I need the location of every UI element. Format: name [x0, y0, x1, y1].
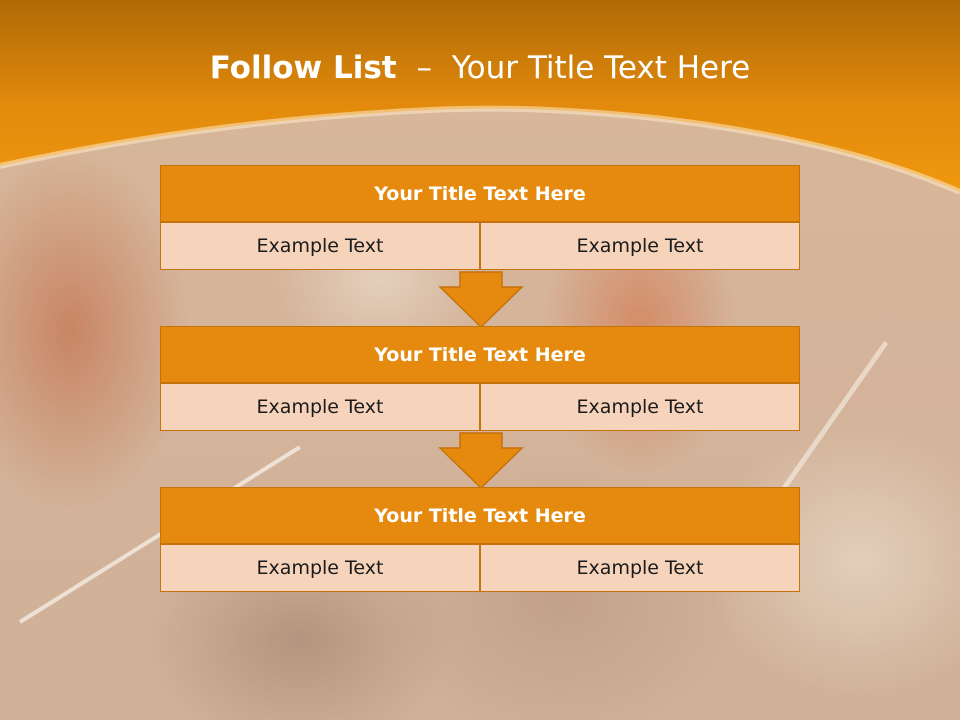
- block-right-text: Example Text: [480, 383, 800, 431]
- block-right-text: Example Text: [480, 544, 800, 592]
- list-block-2: Your Title Text Here Example Text Exampl…: [160, 326, 800, 431]
- title-separator: –: [416, 50, 432, 86]
- slide-title: Follow List – Your Title Text Here: [0, 50, 960, 86]
- block-left-text: Example Text: [160, 544, 480, 592]
- block-left-text: Example Text: [160, 222, 480, 270]
- title-rest-text: Your Title Text Here: [451, 50, 751, 86]
- block-left-text: Example Text: [160, 383, 480, 431]
- header-band: [0, 0, 960, 200]
- block-title: Your Title Text Here: [160, 165, 800, 222]
- list-block-1: Your Title Text Here Example Text Exampl…: [160, 165, 800, 270]
- down-arrow-icon: [438, 432, 524, 490]
- block-title: Your Title Text Here: [160, 326, 800, 383]
- block-right-text: Example Text: [480, 222, 800, 270]
- down-arrow-icon: [438, 271, 524, 329]
- list-block-3: Your Title Text Here Example Text Exampl…: [160, 487, 800, 592]
- block-title: Your Title Text Here: [160, 487, 800, 544]
- title-bold-text: Follow List: [209, 50, 397, 86]
